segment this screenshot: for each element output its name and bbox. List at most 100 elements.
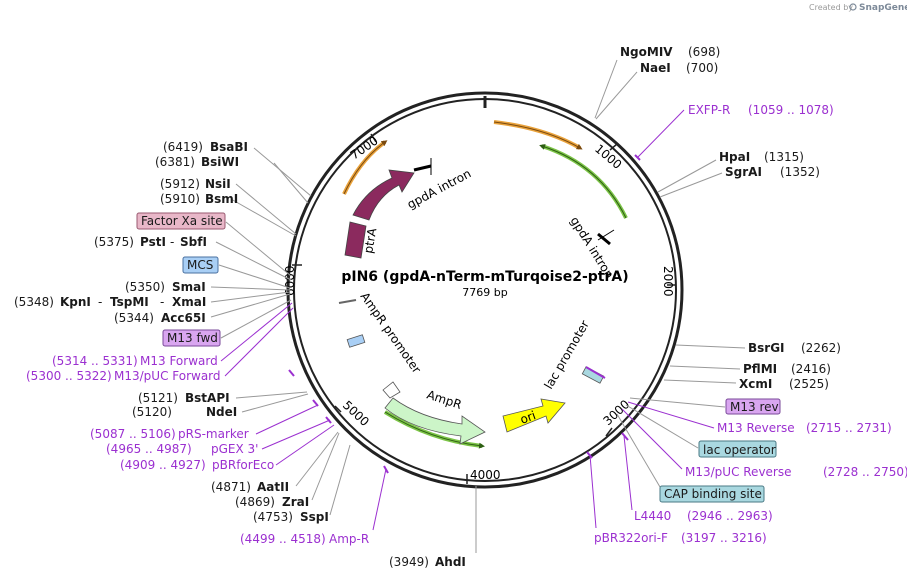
- site-BsiWI[interactable]: (6381) BsiWI: [155, 155, 309, 204]
- svg-text:(5120): (5120): [132, 405, 172, 419]
- svg-text:BsaBI: BsaBI: [210, 140, 248, 154]
- svg-text:M13 fwd: M13 fwd: [167, 331, 218, 345]
- site-SgrAI[interactable]: SgrAI (1352): [659, 165, 820, 198]
- site-KpnI-TspMI-XmaI[interactable]: (5348) KpnI - TspMI - XmaI: [14, 291, 291, 309]
- svg-text:-: -: [160, 295, 164, 309]
- svg-text:(698): (698): [688, 45, 720, 59]
- site-BsaBI[interactable]: (6419) BsaBI: [163, 140, 312, 197]
- svg-text:MCS: MCS: [187, 258, 213, 272]
- primer-EXFP-R[interactable]: EXFP-R (1059 .. 1078): [634, 103, 834, 161]
- ori-label: ori: [518, 408, 537, 426]
- site-SmaI[interactable]: (5350) SmaI: [125, 280, 291, 294]
- box-lac-operator[interactable]: lac operator: [625, 404, 777, 458]
- svg-text:SmaI: SmaI: [172, 280, 206, 294]
- svg-text:(4869): (4869): [235, 495, 275, 509]
- primer-Amp-R[interactable]: (4499 .. 4518) Amp-R: [240, 465, 389, 546]
- svg-text:KpnI: KpnI: [60, 295, 91, 309]
- svg-text:(4909 .. 4927): (4909 .. 4927): [120, 458, 206, 472]
- svg-text:lac operator: lac operator: [703, 443, 776, 457]
- svg-text:BsmI: BsmI: [205, 192, 238, 206]
- svg-text:(5314 .. 5331): (5314 .. 5331): [52, 354, 138, 368]
- credit-text: Created by: [809, 3, 853, 12]
- orange-arc-top: [493, 120, 581, 150]
- svg-text:(4965 .. 4987): (4965 .. 4987): [106, 442, 192, 456]
- svg-text:SspI: SspI: [300, 510, 329, 524]
- primer-M13-Reverse[interactable]: M13 Reverse (2715 .. 2731): [627, 401, 892, 435]
- primer-pBRforEco[interactable]: (4909 .. 4927) pBRforEco: [120, 424, 335, 472]
- svg-text:XmaI: XmaI: [172, 295, 206, 309]
- primer-L4440[interactable]: L4440 (2946 .. 2963): [621, 432, 773, 523]
- svg-text:(4753): (4753): [253, 510, 293, 524]
- svg-text:(2525): (2525): [789, 377, 829, 391]
- svg-text:Acc65I: Acc65I: [161, 311, 206, 325]
- svg-text:Factor Xa site: Factor Xa site: [141, 214, 223, 228]
- primer-M13-Forward[interactable]: (5314 .. 5331) M13 Forward: [52, 302, 293, 368]
- svg-text:(5344): (5344): [114, 311, 154, 325]
- svg-text:(6419): (6419): [163, 140, 203, 154]
- svg-text:(5300 .. 5322): (5300 .. 5322): [26, 369, 112, 383]
- site-ZraI[interactable]: (4869) ZraI: [235, 432, 340, 509]
- gpdA-intron-marker-right: [597, 232, 611, 246]
- tick-2000: 2000: [661, 266, 676, 297]
- svg-text:2000: 2000: [661, 266, 675, 297]
- svg-text:(1059 .. 1078): (1059 .. 1078): [748, 103, 834, 117]
- site-NgoMIV[interactable]: NgoMIV (698): [594, 45, 720, 119]
- svg-text:Amp-R: Amp-R: [329, 532, 369, 546]
- svg-text:BsiWI: BsiWI: [201, 155, 239, 169]
- svg-text:(6381): (6381): [155, 155, 195, 169]
- svg-text:(4499 .. 4518): (4499 .. 4518): [240, 532, 326, 546]
- primer-pGEX-3[interactable]: (4965 .. 4987) pGEX 3': [106, 416, 332, 456]
- box-Factor-Xa-site[interactable]: Factor Xa site: [136, 212, 292, 277]
- svg-text:(5087 .. 5106): (5087 .. 5106): [90, 427, 176, 441]
- site-NaeI[interactable]: NaeI (700): [595, 61, 718, 120]
- primer-M13-pUC-Reverse[interactable]: M13/pUC Reverse (2728 .. 2750): [621, 408, 907, 479]
- svg-text:(1352): (1352): [780, 165, 820, 179]
- svg-text:(5375): (5375): [94, 235, 134, 249]
- svg-text:M13/pUC Forward: M13/pUC Forward: [114, 369, 221, 383]
- svg-text:(4871): (4871): [211, 480, 251, 494]
- gpdA-intron-label-top: gpdA intron: [405, 166, 474, 211]
- site-BsmI[interactable]: (5910) BsmI: [160, 192, 297, 237]
- primer-pRS-marker[interactable]: (5087 .. 5106) pRS-marker: [90, 399, 319, 441]
- svg-text:(2262): (2262): [801, 341, 841, 355]
- svg-text:(3949): (3949): [389, 555, 429, 569]
- primer-M13-pUC-Forward[interactable]: (5300 .. 5322) M13/pUC Forward: [26, 307, 295, 383]
- box-CAP-binding-site[interactable]: CAP binding site: [616, 413, 765, 503]
- box-MCS[interactable]: MCS: [182, 256, 291, 289]
- site-XcmI[interactable]: XcmI (2525): [663, 377, 829, 391]
- site-SspI[interactable]: (4753) SspI: [253, 444, 351, 524]
- box-M13-rev[interactable]: M13 rev: [629, 397, 781, 415]
- svg-text:-: -: [170, 235, 174, 249]
- site-Acc65I[interactable]: (5344) Acc65I: [114, 293, 291, 325]
- svg-text:AhdI: AhdI: [435, 555, 466, 569]
- primer-pBR322ori-F[interactable]: pBR322ori-F (3197 .. 3216): [586, 451, 767, 545]
- tick-6000: 6000: [283, 264, 302, 296]
- box-M13-fwd[interactable]: M13 fwd: [162, 299, 292, 347]
- svg-text:NdeI: NdeI: [206, 405, 237, 419]
- svg-text:M13 rev: M13 rev: [730, 400, 779, 414]
- svg-text:(700): (700): [686, 61, 718, 75]
- site-BsrGI[interactable]: BsrGI (2262): [675, 341, 841, 355]
- svg-text:HpaI: HpaI: [719, 150, 750, 164]
- site-NsiI[interactable]: (5912) NsiI: [160, 177, 297, 235]
- MCS-mark: [346, 334, 366, 348]
- svg-text:PflMI: PflMI: [743, 362, 777, 376]
- svg-text:BsrGI: BsrGI: [748, 341, 785, 355]
- svg-text:ZraI: ZraI: [282, 495, 309, 509]
- svg-text:(2946 .. 2963): (2946 .. 2963): [687, 509, 773, 523]
- site-NdeI[interactable]: (5120) NdeI: [132, 393, 309, 419]
- site-AatII[interactable]: (4871) AatII: [211, 431, 339, 494]
- credit-app: SnapGene: [859, 3, 907, 13]
- AmpR-arrow: [384, 397, 486, 445]
- svg-text:6000: 6000: [283, 265, 297, 296]
- tick-4000: 4000: [466, 468, 501, 484]
- site-PstI-SbfI[interactable]: (5375) PstI - SbfI: [94, 235, 292, 281]
- site-HpaI[interactable]: HpaI (1315): [657, 150, 804, 193]
- svg-text:TspMI: TspMI: [110, 295, 149, 309]
- svg-text:CAP binding site: CAP binding site: [664, 487, 762, 501]
- site-PflMI[interactable]: PflMI (2416): [669, 362, 831, 376]
- site-AhdI[interactable]: (3949) AhdI: [389, 486, 477, 569]
- site-BstAPI[interactable]: (5121) BstAPI: [138, 391, 308, 405]
- svg-text:(2416): (2416): [791, 362, 831, 376]
- svg-text:NgoMIV: NgoMIV: [620, 45, 673, 59]
